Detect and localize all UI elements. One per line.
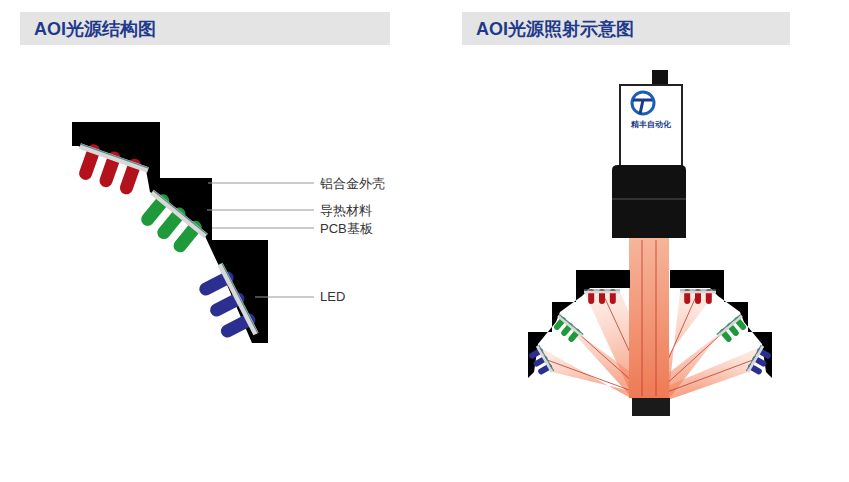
- pcb-board: [680, 291, 716, 294]
- led: [217, 299, 238, 310]
- header-band: AOI光源照射示意图: [462, 12, 790, 45]
- header-band: AOI光源结构图: [20, 12, 390, 45]
- pcb-board: [80, 146, 148, 170]
- inspected-object: [632, 398, 670, 416]
- header-text: AOI光源照射示意图: [476, 17, 634, 41]
- led: [532, 351, 540, 355]
- camera-body: [620, 85, 682, 167]
- led: [106, 158, 114, 181]
- callout-label: 铝合金外壳: [320, 175, 385, 193]
- thermal-layer: [559, 314, 583, 334]
- housing: [72, 122, 268, 343]
- led: [206, 278, 227, 289]
- lens: [612, 165, 686, 238]
- thermal-layer: [153, 190, 207, 234]
- callout-label: PCB基板: [320, 220, 373, 238]
- led: [164, 214, 179, 233]
- led: [760, 351, 768, 355]
- thermal-layer: [680, 289, 716, 290]
- led: [86, 151, 94, 174]
- thermal-layer: [81, 144, 149, 168]
- led: [737, 320, 743, 327]
- pcb-board: [748, 346, 763, 372]
- callout-label: 导热材料: [320, 202, 372, 220]
- camera-connector: [652, 70, 668, 86]
- led: [557, 320, 563, 327]
- pcb-board: [152, 192, 206, 236]
- callout-label: LED: [320, 289, 345, 304]
- thermal-layer: [539, 345, 554, 371]
- thermal-layer: [717, 314, 741, 334]
- led: [126, 165, 134, 188]
- logo-text: 精丰自动化: [631, 119, 671, 130]
- thermal-layer: [222, 263, 258, 333]
- led: [180, 227, 195, 246]
- header-text: AOI光源结构图: [34, 17, 156, 41]
- led: [227, 320, 248, 331]
- pcb-board: [558, 316, 582, 336]
- thermal-layer: [584, 289, 620, 290]
- pcb-board: [584, 291, 620, 294]
- led: [148, 201, 163, 220]
- pcb-board: [220, 264, 256, 334]
- pcb-board: [537, 346, 552, 372]
- light-beam: [629, 238, 669, 398]
- thermal-layer: [746, 345, 761, 371]
- pcb-board: [718, 316, 742, 336]
